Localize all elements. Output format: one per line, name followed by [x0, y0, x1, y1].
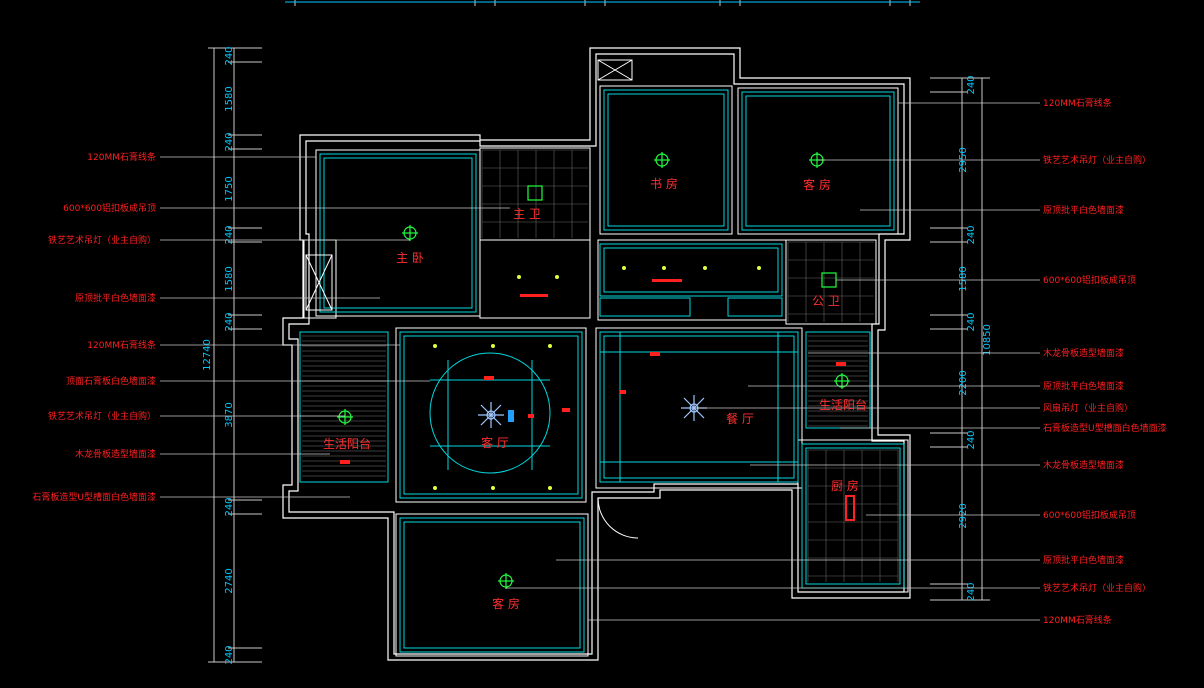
dim-right-2: 240	[966, 225, 977, 244]
dimension-texts-right: 240 2950 240 1580 240 2200 240 2920 240 …	[958, 75, 993, 601]
dim-right-0: 240	[966, 75, 977, 94]
chandelier-icons	[478, 395, 707, 428]
room-kitchen: 厨 房	[831, 478, 859, 493]
pendant-light-icon	[498, 573, 514, 589]
chandelier-icon	[478, 402, 504, 428]
annotation-left-8: 石膏板造型U型槽面白色墙面漆	[32, 491, 156, 503]
annotation-left-3: 原顶批平白色墙面漆	[75, 292, 156, 304]
pendant-light-icon	[337, 409, 353, 425]
red-markers	[340, 279, 855, 521]
annotations-left: 120MM石膏线条 600*600铝扣板成吊顶 铁艺艺术吊灯（业主自购） 原顶批…	[32, 151, 156, 503]
dim-left-9: 2740	[224, 568, 235, 593]
dim-left-8: 240	[224, 497, 235, 516]
bath-fan-icon	[527, 185, 543, 201]
annotation-right-0: 120MM石膏线条	[1043, 97, 1112, 109]
room-public-bath: 公 卫	[812, 294, 840, 308]
annotation-right-8: 木龙骨板造型墙面漆	[1043, 459, 1124, 471]
room-master-bed: 主 卧	[396, 251, 424, 265]
room-dining: 餐 厅	[726, 411, 754, 426]
dim-left-5: 1580	[224, 266, 235, 291]
room-master-bath: 主 卫	[513, 207, 541, 221]
annotation-right-12: 120MM石膏线条	[1043, 614, 1112, 626]
annotation-left-2: 铁艺艺术吊灯（业主自购）	[48, 234, 156, 246]
annotation-left-5: 顶面石膏板白色墙面漆	[66, 375, 156, 387]
annotation-right-2: 原顶批平白色墙面漆	[1043, 204, 1124, 216]
annotation-right-7: 石膏板造型U型槽面白色墙面漆	[1043, 422, 1167, 434]
dim-right-6: 240	[966, 430, 977, 449]
dim-left-6: 240	[224, 312, 235, 331]
annotations-right: 120MM石膏线条 铁艺艺术吊灯（业主自购） 原顶批平白色墙面漆 600*600…	[1043, 97, 1167, 626]
annotation-left-6: 铁艺艺术吊灯（业主自购）	[48, 410, 156, 422]
annotation-left-7: 木龙骨板造型墙面漆	[75, 448, 156, 460]
dim-left-10: 240	[224, 645, 235, 664]
balcony-hatch	[302, 335, 868, 477]
dim-right-5: 2200	[958, 370, 969, 395]
dim-left-0: 240	[224, 46, 235, 65]
room-living: 客 厅	[481, 435, 509, 450]
light-fixtures	[337, 152, 850, 589]
dim-left-1: 1580	[224, 86, 235, 111]
room-balcony-right: 生活阳台	[819, 397, 867, 412]
annotation-right-9: 600*600铝扣板成吊顶	[1043, 509, 1136, 521]
dim-right-8: 240	[966, 582, 977, 601]
interior-walls	[303, 85, 909, 657]
dim-left-7: 3870	[224, 402, 235, 427]
annotation-right-5: 原顶批平白色墙面漆	[1043, 380, 1124, 392]
ceiling-lines	[299, 89, 905, 653]
pendant-light-icon	[654, 152, 670, 168]
dim-left-4: 240	[224, 225, 235, 244]
annotation-left-1: 600*600铝扣板成吊顶	[63, 202, 156, 214]
spot-lights	[433, 266, 761, 490]
window-boxes	[305, 59, 633, 311]
pendant-light-icon	[402, 225, 418, 241]
dim-left-2: 240	[224, 132, 235, 151]
pendant-light-icon	[834, 373, 850, 389]
annotation-right-11: 铁艺艺术吊灯（业主自购）	[1043, 582, 1151, 594]
room-labels: 主 卧 主 卫 书 房 客 房 公 卫 生活阳台 餐 厅 客 厅 生活阳台 厨 …	[323, 176, 867, 611]
room-balcony-left: 生活阳台	[323, 436, 371, 451]
annotation-right-6: 风扇吊灯（业主自购）	[1043, 402, 1133, 414]
annotation-right-4: 木龙骨板造型墙面漆	[1043, 347, 1124, 359]
annotation-left-4: 120MM石膏线条	[87, 339, 156, 351]
room-guest-bottom: 客 房	[492, 596, 520, 611]
dim-right-7: 2920	[958, 503, 969, 528]
dim-right-4: 240	[966, 312, 977, 331]
annotation-right-1: 铁艺艺术吊灯（业主自购）	[1043, 154, 1151, 166]
dim-right-3: 1580	[958, 266, 969, 291]
leader-lines	[160, 102, 1040, 621]
annotation-right-3: 600*600铝扣板成吊顶	[1043, 274, 1136, 286]
top-dimension-ticks	[285, 0, 920, 6]
dimension-lines	[208, 47, 990, 663]
room-guest-top: 客 房	[803, 177, 831, 192]
annotation-left-0: 120MM石膏线条	[87, 151, 156, 163]
dimension-texts-left: 240 1580 240 1750 240 1580 240 3870 240 …	[202, 46, 235, 664]
room-study: 书 房	[650, 176, 678, 191]
annotation-right-10: 原顶批平白色墙面漆	[1043, 554, 1124, 566]
dim-left-total: 12740	[202, 339, 213, 371]
dim-left-3: 1750	[224, 176, 235, 201]
dim-right-total: 10850	[982, 324, 993, 356]
